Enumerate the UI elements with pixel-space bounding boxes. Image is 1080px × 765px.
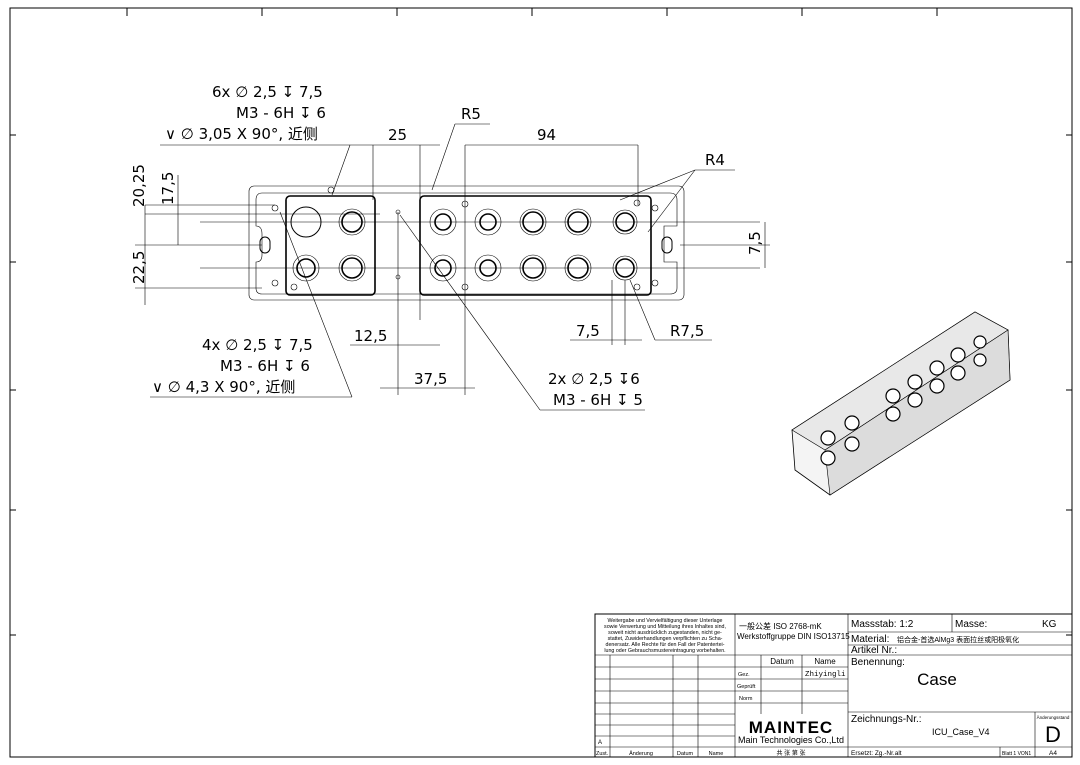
callout-bottom-left-line1: 4x ∅ 2,5 ↧ 7,5 bbox=[202, 336, 313, 354]
dim-22-5: 22,5 bbox=[130, 251, 148, 284]
isometric-view bbox=[791, 311, 1011, 496]
callout-bottom-mid-line1: 2x ∅ 2,5 ↧6 bbox=[548, 370, 640, 388]
notice-line-2: sowie Verwertung und Mitteilung ihres In… bbox=[604, 624, 726, 630]
left-pocket bbox=[285, 195, 376, 296]
company-name: Main Technologies Co.,Ltd bbox=[738, 735, 844, 745]
notice-line-6: lung oder Gebrauchsmustereintragung vorb… bbox=[604, 648, 725, 654]
revision-status: D bbox=[1045, 722, 1061, 747]
dim-94: 94 bbox=[537, 126, 556, 144]
callout-bottom-left-line2: M3 - 6H ↧ 6 bbox=[220, 357, 310, 375]
sheet-count: 共 张 第 张 bbox=[776, 749, 805, 757]
drawing-number: ICU_Case_V4 bbox=[932, 727, 990, 737]
drawing-number-label: Zeichnungs-Nr.: bbox=[851, 714, 922, 725]
dim-r5: R5 bbox=[461, 105, 481, 123]
callout-top-left-line2: M3 - 6H ↧ 6 bbox=[236, 104, 326, 122]
article-number-label: Artikel Nr.: bbox=[851, 645, 897, 656]
callout-top-left-line1: 6x ∅ 2,5 ↧ 7,5 bbox=[212, 83, 323, 101]
notice-line-4: stattet, Zuwiderhandlungen verpflichten … bbox=[608, 636, 723, 642]
notice-line-3: soweit nicht ausdrücklich zugestanden, n… bbox=[608, 630, 722, 636]
gez-label: Gez. bbox=[738, 672, 750, 678]
dim-25: 25 bbox=[388, 126, 407, 144]
callout-top-left-line3: ∨ ∅ 3,05 X 90°, 近侧 bbox=[165, 125, 318, 143]
sheet-number: Blatt 1 VON1 bbox=[1002, 751, 1031, 757]
material-value: 铝合金-首选AlMg3 表面拉丝或阳极氧化 bbox=[897, 635, 1019, 644]
revision-status-label: Änderungsstand bbox=[1037, 714, 1070, 720]
centerlines bbox=[135, 213, 760, 289]
part-top-view bbox=[135, 185, 760, 301]
benennung-label: Benennung: bbox=[851, 657, 905, 668]
callout-bottom-left-line3: ∨ ∅ 4,3 X 90°, 近侧 bbox=[152, 378, 295, 396]
sheet-frame bbox=[9, 7, 1073, 758]
dim-7-5-vertical: 7,5 bbox=[746, 231, 764, 255]
name-label: Name bbox=[709, 751, 724, 757]
dim-37-5: 37,5 bbox=[414, 370, 447, 388]
drawn-by-name: Zhiyingli bbox=[805, 671, 846, 679]
slot-right bbox=[661, 236, 673, 254]
dimension-lines bbox=[144, 123, 770, 411]
paper-format: A4 bbox=[1049, 750, 1057, 757]
notice-line-5: denersatz. Alle Rechte für den Fall der … bbox=[606, 642, 725, 648]
callout-bottom-mid-line2: M3 - 6H ↧ 5 bbox=[553, 391, 643, 409]
zust-label: Zust. bbox=[596, 751, 609, 757]
company-logo: MAINTEC bbox=[749, 718, 833, 737]
part-name: Case bbox=[917, 670, 957, 689]
frame-zone-ticks bbox=[10, 8, 1072, 636]
tolerance-standard: 一般公差 ISO 2768-mK bbox=[739, 621, 822, 631]
material-group: Werkstoffgruppe DIN ISO13715 bbox=[737, 632, 850, 641]
dim-17-5: 17,5 bbox=[159, 172, 177, 205]
dim-r7-5: R7,5 bbox=[670, 322, 704, 340]
title-block: Weitergabe und Vervielfältigung dieser U… bbox=[594, 613, 1073, 758]
dim-12-5: 12,5 bbox=[354, 327, 387, 345]
datum-header: Datum bbox=[770, 657, 794, 666]
geprueft-label: Geprüft bbox=[737, 684, 756, 690]
revision-letter: A bbox=[598, 740, 602, 746]
name-header: Name bbox=[814, 657, 836, 666]
dim-r4: R4 bbox=[705, 151, 725, 169]
dim-7-5-horizontal: 7,5 bbox=[576, 322, 600, 340]
mass-label: Masse: bbox=[955, 619, 987, 630]
replaces-label: Ersetzt: Zg.-Nr.alt bbox=[851, 750, 902, 757]
right-pocket bbox=[419, 195, 652, 296]
aenderung-label: Änderung bbox=[629, 750, 653, 757]
norm-label: Norm bbox=[739, 696, 753, 702]
scale: Massstab: 1:2 bbox=[851, 619, 914, 630]
notice-line-1: Weitergabe und Vervielfältigung dieser U… bbox=[607, 618, 722, 624]
material-label: Material: bbox=[851, 634, 889, 645]
dim-20-25: 20,25 bbox=[130, 164, 148, 207]
mass-unit: KG bbox=[1042, 619, 1057, 630]
datum-label: Datum bbox=[677, 751, 694, 757]
